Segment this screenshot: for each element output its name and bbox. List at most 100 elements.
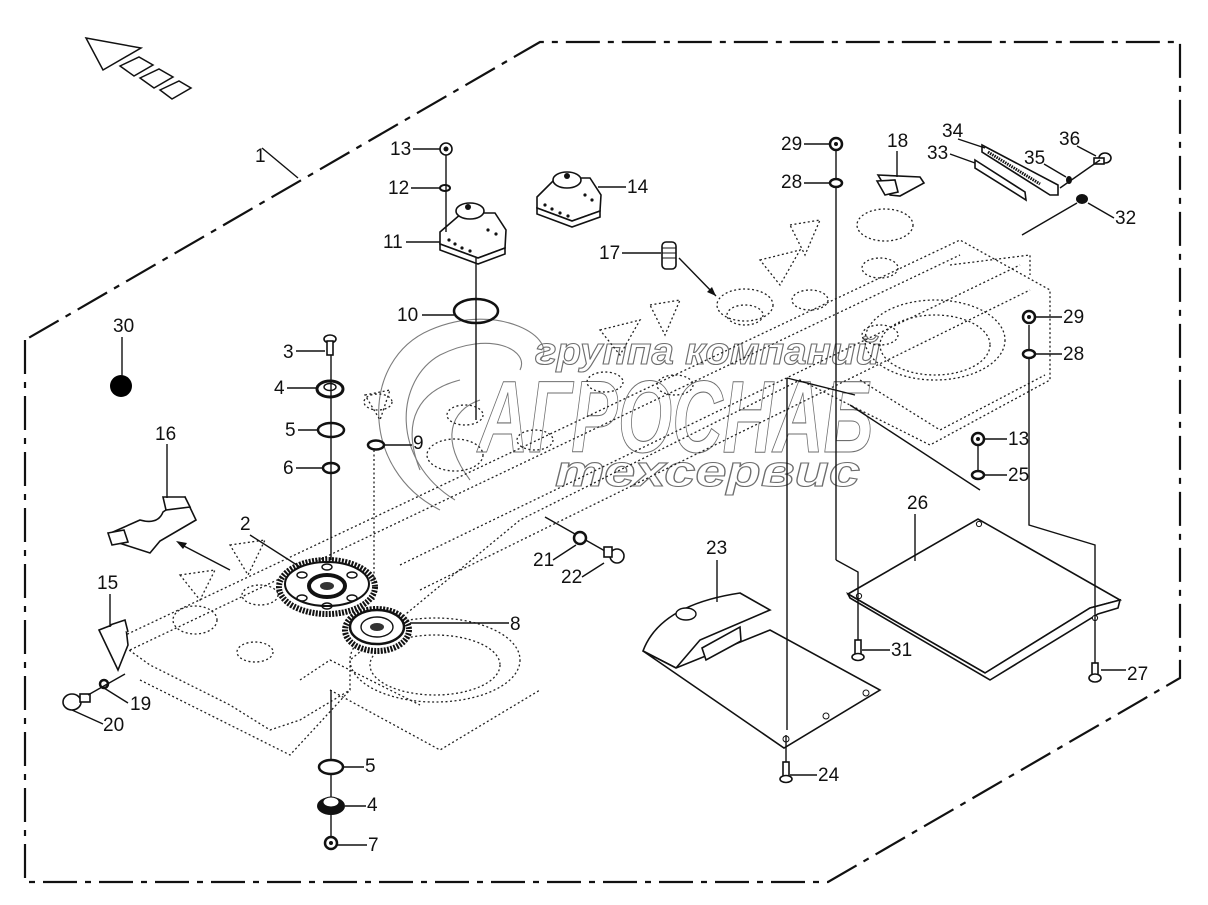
callout-bearing-cap-upper: 4 bbox=[274, 378, 317, 399]
callout-number: 7 bbox=[368, 835, 379, 856]
arrow-head-icon bbox=[707, 287, 716, 296]
callout-number: 12 bbox=[388, 178, 409, 199]
nut-top-icon bbox=[439, 142, 453, 156]
callout-screw-mid: 31 bbox=[862, 640, 912, 661]
callout-washer-side: 21 bbox=[533, 544, 577, 571]
callout-number: 11 bbox=[383, 232, 403, 253]
callout-skid-left: 15 bbox=[97, 573, 118, 627]
callout-washer-strip: 35 bbox=[1024, 148, 1067, 178]
watermark: группа компаний АГРОСНАБ техсервис bbox=[378, 318, 881, 511]
callout-number: 26 bbox=[907, 493, 928, 514]
callout-number: 22 bbox=[561, 567, 582, 588]
front-arrow-icon bbox=[84, 36, 193, 100]
callout-number: 8 bbox=[510, 614, 521, 635]
washer-side-icon bbox=[572, 530, 588, 546]
bearing-cap-upper-icon bbox=[315, 379, 345, 399]
callout-stud: 17 bbox=[599, 243, 661, 264]
callout-housing-assembly: 1 bbox=[255, 146, 299, 179]
callout-nut-top-right: 29 bbox=[781, 134, 830, 155]
callout-leader-line bbox=[949, 153, 976, 164]
callout-number: 13 bbox=[390, 139, 411, 160]
bearing-cap-lower-icon bbox=[317, 796, 345, 815]
callout-number: 1 bbox=[255, 146, 266, 167]
o-ring-lower-icon bbox=[317, 758, 345, 776]
screw-mid-icon bbox=[851, 639, 865, 662]
callout-guard-strip: 34 bbox=[942, 121, 986, 149]
assembly-boundary bbox=[23, 40, 1182, 884]
callout-number: 9 bbox=[413, 433, 424, 454]
callout-leader-line bbox=[1087, 202, 1115, 219]
callout-number: 5 bbox=[365, 756, 376, 777]
callout-number: 4 bbox=[367, 795, 378, 816]
callout-drive-hub-right: 14 bbox=[598, 177, 649, 198]
callout-number: 2 bbox=[240, 514, 251, 535]
watermark-line2: АГРОСНАБ bbox=[476, 360, 873, 474]
guard-strip-icon bbox=[981, 143, 1059, 196]
callout-bolt: 3 bbox=[283, 342, 325, 363]
callout-number: 13 bbox=[1008, 429, 1029, 450]
screw-right-icon bbox=[1088, 662, 1102, 683]
callout-bearing-cap-lower: 4 bbox=[345, 795, 378, 816]
callout-number: 32 bbox=[1115, 208, 1136, 229]
callout-guard-bracket: 16 bbox=[155, 424, 176, 498]
callout-large-gear: 2 bbox=[240, 514, 301, 568]
callout-washer-top-right: 28 bbox=[781, 172, 830, 193]
callout-screw-left: 24 bbox=[790, 765, 840, 786]
cover-plate-right-icon bbox=[846, 518, 1123, 681]
washer-right-icon bbox=[970, 469, 986, 481]
callout-number: 6 bbox=[283, 458, 294, 479]
callout-nut-right: 13 bbox=[984, 429, 1029, 450]
callout-grease: 30 bbox=[113, 316, 134, 376]
nut-top-right-icon bbox=[828, 136, 844, 152]
callout-number: 35 bbox=[1024, 148, 1045, 169]
callout-number: 28 bbox=[1063, 344, 1084, 365]
callout-cover-plate-right: 26 bbox=[907, 493, 928, 561]
callout-rubber-strip: 33 bbox=[927, 143, 976, 164]
callout-number: 31 bbox=[891, 640, 912, 661]
grease-nipple-icon bbox=[1076, 194, 1088, 204]
callout-number: 28 bbox=[781, 172, 802, 193]
callout-number: 23 bbox=[706, 538, 727, 559]
callout-o-ring-lower: 5 bbox=[343, 756, 376, 777]
callout-layer: 1234455678910111213131415161718192021222… bbox=[71, 121, 1148, 856]
drain-plug-icon bbox=[62, 693, 91, 711]
rubber-strip-icon bbox=[974, 158, 1028, 202]
callout-number: 10 bbox=[397, 305, 418, 326]
arrow-head-icon bbox=[176, 541, 187, 549]
callout-number: 24 bbox=[818, 765, 840, 786]
callout-number: 25 bbox=[1008, 465, 1029, 486]
callout-number: 34 bbox=[942, 121, 964, 142]
drive-hub-left-icon bbox=[439, 202, 507, 265]
callout-number: 36 bbox=[1059, 129, 1080, 150]
callout-nut-lower: 7 bbox=[337, 835, 379, 856]
callout-cover-plate-left: 23 bbox=[706, 538, 727, 602]
callout-number: 30 bbox=[113, 316, 134, 337]
callout-large-o-ring: 10 bbox=[397, 305, 454, 326]
callout-number: 33 bbox=[927, 143, 948, 164]
washer-mid-right-icon bbox=[1021, 348, 1037, 360]
callout-small-o-ring: 6 bbox=[283, 458, 323, 479]
stud-icon bbox=[661, 241, 677, 270]
callout-side-plug: 22 bbox=[561, 562, 605, 588]
large-gear-icon bbox=[276, 557, 378, 617]
callout-o-ring-upper: 5 bbox=[285, 420, 318, 441]
callout-leader-line bbox=[957, 138, 986, 149]
callout-number: 16 bbox=[155, 424, 176, 445]
watermark-logo-icon bbox=[378, 318, 545, 511]
washer-top-icon bbox=[439, 184, 451, 192]
callout-skid-right: 18 bbox=[887, 131, 908, 177]
callout-nut-mid-right: 29 bbox=[1035, 307, 1084, 328]
callout-washer-drain: 19 bbox=[103, 687, 151, 715]
callout-o-ring-shaft: 9 bbox=[384, 433, 424, 454]
small-gear-icon bbox=[342, 606, 412, 654]
screw-left-icon bbox=[779, 761, 793, 784]
callout-washer-top: 12 bbox=[388, 178, 440, 199]
callout-number: 5 bbox=[285, 420, 296, 441]
callout-number: 4 bbox=[274, 378, 285, 399]
callout-small-gear: 8 bbox=[410, 614, 521, 635]
callout-screw-right: 27 bbox=[1101, 664, 1148, 685]
guard-bracket-icon bbox=[106, 495, 198, 554]
callout-number: 14 bbox=[627, 177, 649, 198]
callout-number: 20 bbox=[103, 715, 124, 736]
